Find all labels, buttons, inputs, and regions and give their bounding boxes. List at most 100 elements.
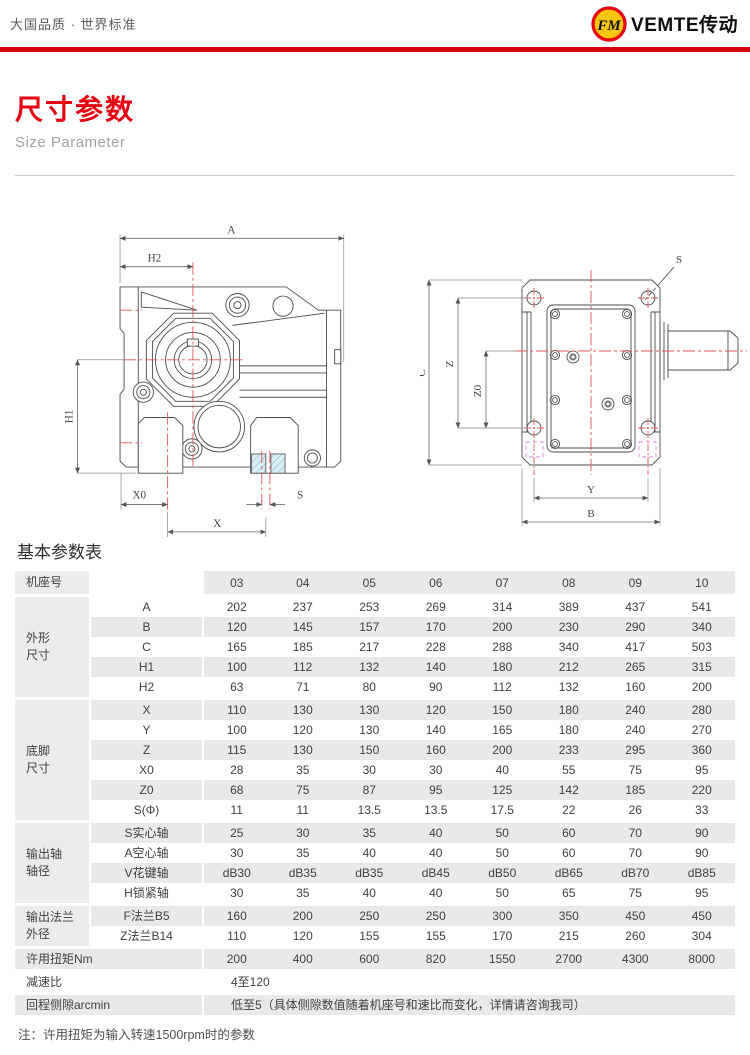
value-cell: 13.5 [357, 803, 381, 817]
value-cell: 50 [495, 846, 509, 860]
header-size-cell: 08 [535, 571, 602, 596]
header-corner-cell: 机座号 [15, 571, 90, 596]
value-cell: 30 [202, 843, 270, 863]
row-label-cell: 减速比 [15, 969, 203, 994]
value-cell: 340 [558, 640, 579, 654]
value-cell: 87 [336, 780, 403, 800]
value-cell: 260 [625, 929, 646, 943]
value-cell: 95 [402, 780, 469, 800]
value-cell: 63 [202, 677, 270, 699]
value-cell: 288 [492, 640, 513, 654]
value-cell: 130 [269, 740, 336, 760]
header-size-cell: 07 [469, 571, 536, 596]
dim-label-s2: S [676, 254, 682, 266]
value-cell: 237 [269, 594, 336, 617]
value-cell: 35 [296, 846, 310, 860]
value-cell: 155 [359, 929, 380, 943]
value-cell: 230 [535, 617, 602, 637]
row-label-cell: S(Φ) [89, 800, 203, 822]
value-cell: 150 [469, 697, 536, 720]
row-label-cell: Z [89, 740, 203, 760]
value-cell: 360 [668, 740, 735, 760]
value-cell: 4300 [602, 946, 669, 971]
value-cell: 35 [296, 886, 310, 900]
value-cell: 180 [558, 723, 579, 737]
row-label-cell: F法兰B5 [89, 903, 203, 926]
value-cell: 157 [336, 617, 403, 637]
value-cell: dB30 [202, 863, 270, 883]
value-cell: 400 [269, 946, 336, 971]
value-cell: 250 [402, 903, 469, 926]
value-cell: 90 [668, 820, 735, 843]
dim-label-c: C [420, 369, 428, 376]
value-cell: 120 [202, 617, 270, 637]
group-label-cell: 外形尺寸 [15, 594, 90, 699]
value-cell: 112 [492, 680, 512, 694]
value-cell: 28 [202, 760, 270, 780]
brand-block: FM VEMTE传动 [591, 5, 738, 42]
header-size-cell: 10 [668, 571, 735, 596]
value-cell: 145 [269, 617, 336, 637]
row-label-cell: B [89, 617, 203, 637]
top-bar: 大国品质 · 世界标准 FM VEMTE传动 [0, 0, 750, 47]
dim-label-x0: X0 [132, 489, 146, 501]
row-label-cell: H1 [89, 657, 203, 677]
value-cell: 820 [402, 946, 469, 971]
dim-label-s: S [297, 489, 303, 501]
value-cell: 140 [425, 723, 446, 737]
value-cell: 315 [668, 657, 735, 677]
page-title: 尺寸参数 [15, 94, 136, 125]
value-cell: 202 [202, 594, 270, 617]
value-cell: 253 [336, 594, 403, 617]
value-cell: 120 [402, 697, 469, 720]
row-label-cell: H2 [89, 677, 203, 699]
value-cell: 4至120 [202, 969, 735, 994]
value-cell: dB70 [602, 863, 669, 883]
value-cell: 304 [691, 929, 712, 943]
value-cell: 132 [558, 680, 579, 694]
value-cell: 270 [691, 723, 712, 737]
value-cell: dB35 [336, 863, 403, 883]
row-label-cell: V花键轴 [89, 863, 203, 883]
dim-label-h2: H2 [148, 253, 162, 265]
value-cell: dB65 [535, 863, 602, 883]
dim-label-h1: H1 [65, 410, 75, 424]
value-cell: 120 [292, 723, 313, 737]
value-cell: 40 [429, 886, 443, 900]
brand-name: VEMTE传动 [631, 15, 738, 36]
value-cell: 240 [625, 723, 646, 737]
value-cell: 120 [292, 929, 313, 943]
value-cell: 90 [429, 680, 443, 694]
value-cell: 1550 [469, 946, 536, 971]
value-cell: 112 [269, 657, 336, 677]
row-label-cell: 回程侧隙arcmin [15, 992, 203, 1015]
value-cell: 25 [202, 820, 270, 843]
value-cell: 17.5 [490, 803, 514, 817]
page-subtitle: Size Parameter [15, 134, 126, 151]
value-cell: 130 [359, 723, 380, 737]
value-cell: 160 [402, 740, 469, 760]
value-cell: 142 [535, 780, 602, 800]
value-cell: 35 [336, 820, 403, 843]
group-label-cell: 输出轴轴径 [15, 820, 90, 905]
value-cell: 200 [691, 680, 712, 694]
value-cell: 70 [602, 820, 669, 843]
value-cell: 40 [362, 886, 376, 900]
value-cell: 125 [469, 780, 536, 800]
value-cell: 165 [202, 637, 270, 657]
value-cell: 30 [269, 820, 336, 843]
row-label-cell: A [89, 594, 203, 617]
row-label-cell: X [89, 697, 203, 720]
value-cell: 100 [202, 657, 270, 677]
value-cell: 160 [625, 680, 646, 694]
group-label-cell: 底脚尺寸 [15, 697, 90, 822]
